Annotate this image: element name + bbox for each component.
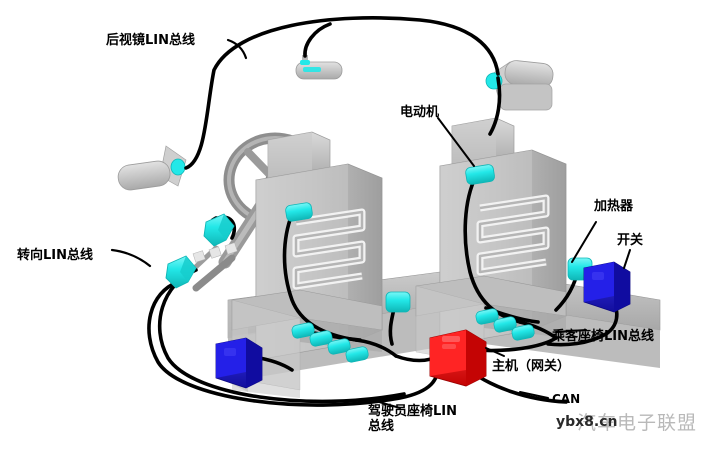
watermark-site-domain: ybx8.cn <box>556 414 618 430</box>
label-driver-seat-lin-bus-line2: 总线 <box>368 419 395 434</box>
label-electric-motor: 电动机 <box>400 105 440 120</box>
driver-seat-heater-element <box>292 208 366 290</box>
watermark-site-chinese: 汽车电子联盟 <box>577 412 698 434</box>
label-can-bus: CAN <box>552 392 581 406</box>
driver-seat-actuator-nodes <box>291 322 369 363</box>
steering-column-lin-node-upper <box>203 213 235 247</box>
passenger-seat-motor-node <box>465 164 495 185</box>
label-leader-lines <box>371 117 631 409</box>
lin-bus-wiring <box>110 16 619 407</box>
driver-seat-heater-node <box>385 291 411 313</box>
master-gateway-ecu <box>429 329 487 387</box>
label-rearview-mirror-lin-bus: 后视镜LIN总线 <box>106 33 196 48</box>
label-passenger-seat-lin-bus: 乘客座椅LIN总线 <box>552 329 655 344</box>
driver-switch-module <box>215 337 263 389</box>
steering-column-lin-node-lower <box>165 255 197 289</box>
passenger-seat-heater-element <box>476 194 550 276</box>
driver-seat-motor-node <box>285 202 313 222</box>
passenger-seat <box>415 117 567 365</box>
left-side-mirror <box>117 145 187 191</box>
label-steering-lin-bus: 转向LIN总线 <box>17 248 94 263</box>
lin-node-cluster <box>165 164 593 363</box>
label-switch: 开关 <box>617 233 644 248</box>
passenger-seat-actuator-nodes <box>475 308 535 341</box>
passenger-switch-module <box>583 261 631 313</box>
interior-rearview-mirror <box>295 55 343 80</box>
label-heater: 加热器 <box>594 199 634 214</box>
label-driver-seat-lin-bus-line1: 驾驶员座椅LIN <box>368 404 458 419</box>
label-master-gateway: 主机（网关） <box>492 359 571 374</box>
